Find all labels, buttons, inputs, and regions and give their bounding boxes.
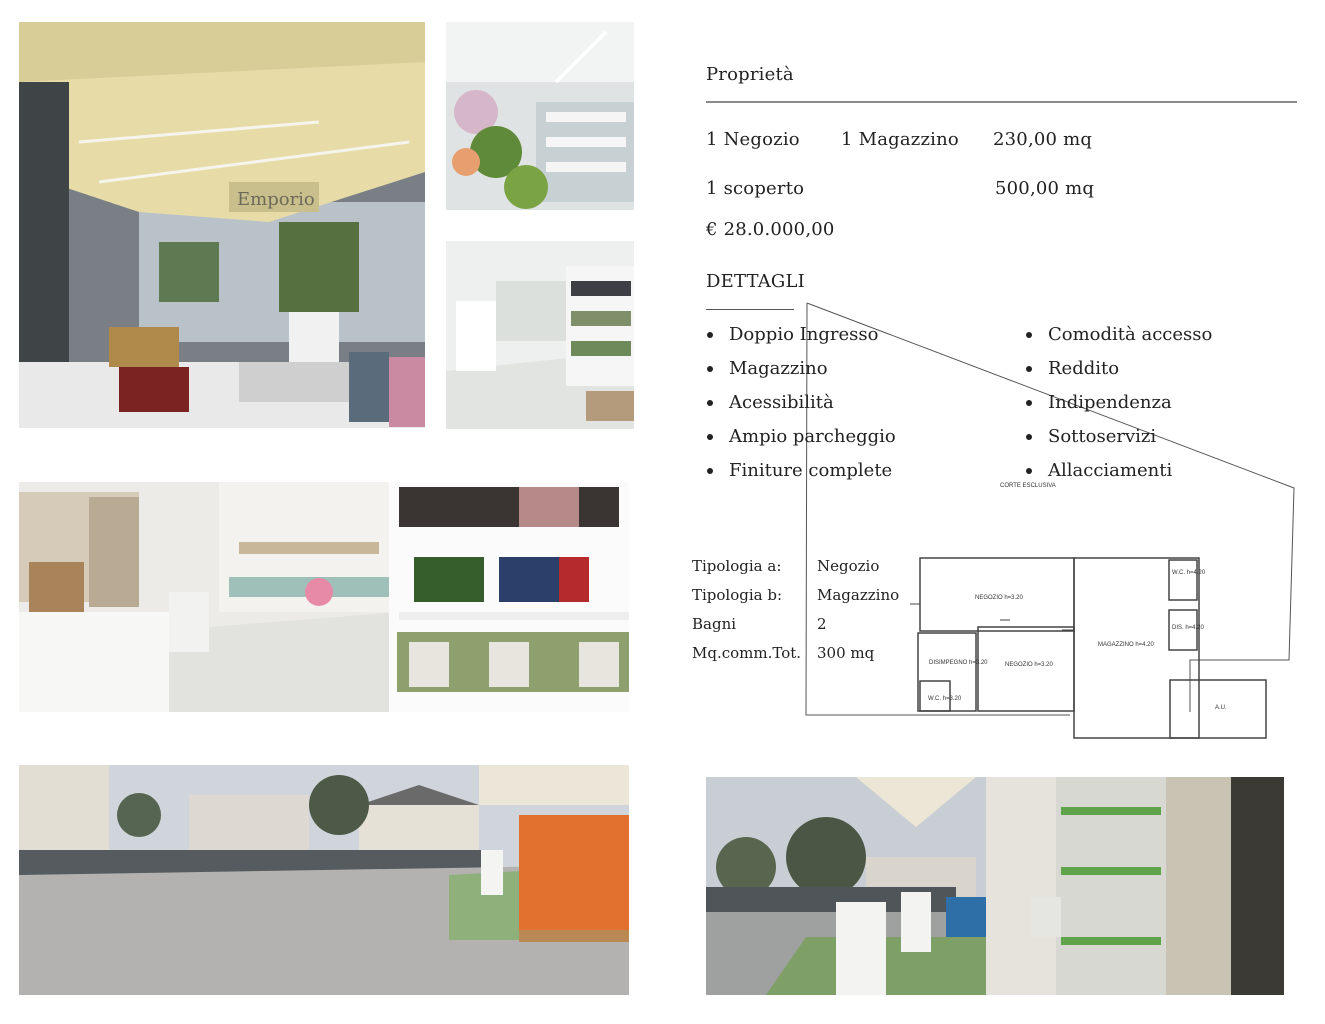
photo-outdoor-parking — [19, 765, 629, 995]
spec-value: Negozio — [817, 557, 880, 575]
specs-table: Tipologia a: Negozio Tipologia b: Magazz… — [692, 557, 922, 673]
spec-label: Tipologia b: — [692, 586, 783, 604]
list-item: Allacciamenti — [1025, 456, 1212, 490]
store-sign-text: Emporio — [237, 189, 315, 210]
plan-label-altra: A.U. — [1215, 705, 1227, 711]
spec-value: 2 — [817, 615, 827, 633]
photo-storefront-awning: Emporio — [19, 22, 425, 428]
details-list-right: Comodità accesso Reddito Indipendenza So… — [1025, 320, 1212, 490]
photo-outdoor-entrance — [706, 777, 1284, 995]
plan-label-disimpegno: DISIMPEGNO h=3.20 — [929, 660, 988, 666]
spec-value: 300 mq — [817, 644, 875, 662]
list-item: Reddito — [1025, 354, 1212, 388]
photo-interior-wide — [19, 482, 629, 712]
list-item: Ampio parcheggio — [706, 422, 896, 456]
spec-value: Magazzino — [817, 586, 900, 604]
property-area-built: 230,00 mq — [993, 129, 1093, 150]
property-unit-scoperto: 1 scoperto — [706, 178, 805, 199]
spec-label: Bagni — [692, 615, 737, 633]
list-item: Finiture complete — [706, 456, 896, 490]
property-unit-negozio: 1 Negozio — [706, 129, 800, 150]
spec-row: Mq.comm.Tot. 300 mq — [692, 644, 922, 673]
property-area-scoperto: 500,00 mq — [995, 178, 1095, 199]
plan-label-corte: CORTE ESCLUSIVA — [1000, 483, 1056, 489]
plan-label-wc-1: W.C. h=3.20 — [928, 696, 962, 702]
photo-interior-shelves — [446, 241, 634, 429]
photo-interior-flowers — [446, 22, 634, 210]
property-price: € 28.0.000,00 — [706, 219, 835, 240]
list-item: Doppio Ingresso — [706, 320, 896, 354]
list-item: Indipendenza — [1025, 388, 1212, 422]
details-divider — [706, 309, 794, 310]
spec-row: Tipologia a: Negozio — [692, 557, 922, 586]
spec-row: Tipologia b: Magazzino — [692, 586, 922, 615]
list-item: Magazzino — [706, 354, 896, 388]
plan-label-magazzino: MAGAZZINO h=4.20 — [1098, 642, 1154, 648]
floor-plan: CORTE ESCLUSIVA NEGOZIO h=3.20 NEGOZIO h… — [800, 300, 1300, 745]
details-list-left: Doppio Ingresso Magazzino Acessibilità A… — [706, 320, 896, 490]
details-title: DETTAGLI — [706, 271, 805, 292]
spec-label: Mq.comm.Tot. — [692, 644, 802, 662]
property-title: Proprietà — [706, 64, 794, 85]
list-item: Comodità accesso — [1025, 320, 1212, 354]
list-item: Acessibilità — [706, 388, 896, 422]
spec-row: Bagni 2 — [692, 615, 922, 644]
spec-label: Tipologia a: — [692, 557, 782, 575]
plan-label-negozio-2: NEGOZIO h=3.20 — [1005, 662, 1053, 668]
plan-label-dis: DIS. h=4.20 — [1172, 625, 1204, 631]
property-divider — [706, 101, 1297, 103]
plan-label-wc-2: W.C. h=4.20 — [1172, 570, 1206, 576]
plan-label-negozio-1: NEGOZIO h=3.20 — [975, 595, 1023, 601]
list-item: Sottoservizi — [1025, 422, 1212, 456]
property-unit-magazzino: 1 Magazzino — [841, 129, 959, 150]
